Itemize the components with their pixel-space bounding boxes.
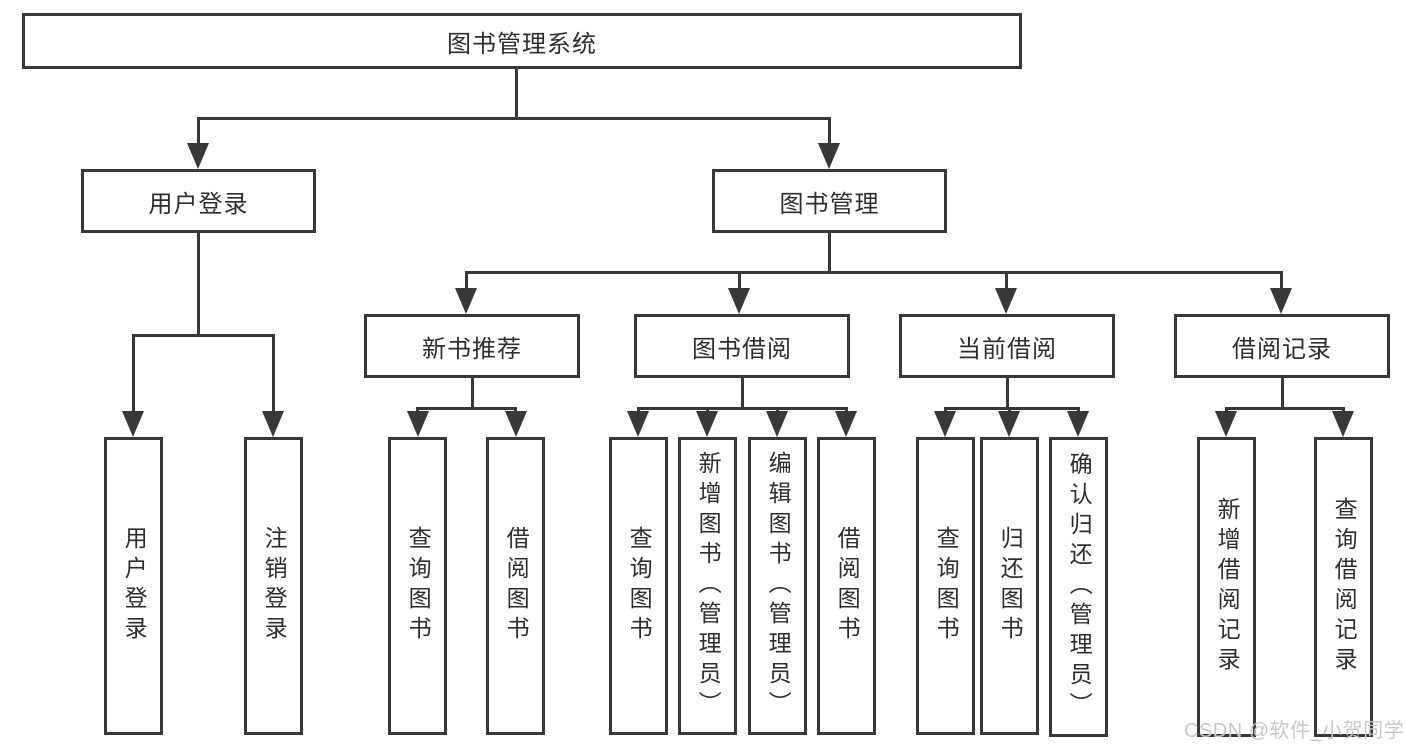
connector-leaf-logout-stem xyxy=(272,334,275,414)
connector-groupD-down xyxy=(1281,377,1284,409)
arrowhead-groupD-leaf2 xyxy=(1332,411,1354,437)
leaf-confirm-return-admin-label: 确认归还（管理员） xyxy=(1066,452,1093,722)
node-book-management: 图书管理 xyxy=(712,169,947,233)
arrowhead-user-login xyxy=(187,143,209,169)
connector-user-login-down xyxy=(197,232,200,336)
connector-groupA-down xyxy=(471,377,474,409)
arrowhead-groupA-leaf1 xyxy=(407,411,429,437)
connector-groupB-down xyxy=(741,377,744,409)
arrowhead-book-mgmt xyxy=(818,143,840,169)
connector-groupB-rail xyxy=(637,407,848,410)
connector-level2-rail xyxy=(197,117,831,120)
arrowhead-groupC-leaf2 xyxy=(998,411,1020,437)
connector-borrow-records-stem xyxy=(1280,271,1283,291)
arrowhead-groupA-leaf2 xyxy=(505,411,527,437)
arrowhead-groupC-leaf1 xyxy=(934,411,956,437)
node-new-book-recommend: 新书推荐 xyxy=(364,314,580,378)
arrowhead-new-book xyxy=(455,288,477,314)
leaf-user-login: 用户登录 xyxy=(104,437,163,735)
leaf-edit-book-admin-label: 编辑图书（管理员） xyxy=(765,451,792,721)
node-borrow-records: 借阅记录 xyxy=(1174,314,1390,378)
leaf-query-borrow-record: 查询借阅记录 xyxy=(1314,437,1373,737)
leaf-add-borrow-record-label: 新增借阅记录 xyxy=(1214,497,1241,677)
connector-level3-rail xyxy=(465,271,1282,274)
watermark: CSDN @软件_小贺同学 xyxy=(1184,720,1405,742)
leaf-borrow-book-label: 借阅图书 xyxy=(834,526,861,646)
leaf-borrow-book-recommend-label: 借阅图书 xyxy=(503,526,530,646)
node-book-borrow: 图书借阅 xyxy=(634,314,850,378)
connector-book-mgmt-down xyxy=(828,232,831,273)
arrowhead-groupB-leaf3 xyxy=(766,411,788,437)
leaf-add-borrow-record: 新增借阅记录 xyxy=(1197,437,1256,737)
leaf-logout: 注销登录 xyxy=(244,437,303,735)
node-root-label: 图书管理系统 xyxy=(447,30,597,58)
connector-groupD-rail xyxy=(1225,407,1344,410)
node-borrow-records-label: 借阅记录 xyxy=(1232,335,1332,363)
leaf-query-book-recommend: 查询图书 xyxy=(388,437,447,735)
node-current-borrow: 当前借阅 xyxy=(899,314,1115,378)
leaf-query-book-borrow: 查询图书 xyxy=(609,437,668,735)
connector-user-login-rail xyxy=(132,334,275,337)
arrowhead-groupB-leaf1 xyxy=(627,411,649,437)
arrowhead-book-borrow xyxy=(728,288,750,314)
leaf-return-book-label: 归还图书 xyxy=(997,526,1024,646)
connector-current-borrow-stem xyxy=(1005,271,1008,291)
connector-user-login-stem xyxy=(197,117,200,147)
leaf-user-login-label: 用户登录 xyxy=(121,526,148,646)
leaf-logout-label: 注销登录 xyxy=(261,526,288,646)
leaf-return-book: 归还图书 xyxy=(980,437,1039,735)
node-user-login-label: 用户登录 xyxy=(148,190,249,218)
node-new-book-recommend-label: 新书推荐 xyxy=(422,335,522,363)
leaf-query-book-current-label: 查询图书 xyxy=(933,526,960,646)
arrowhead-leaf-logout xyxy=(262,411,284,437)
leaf-query-book-current: 查询图书 xyxy=(916,437,975,735)
leaf-query-borrow-record-label: 查询借阅记录 xyxy=(1331,497,1358,677)
leaf-borrow-book: 借阅图书 xyxy=(817,437,876,735)
arrowhead-leaf-user-login xyxy=(122,411,144,437)
connector-leaf-user-login-stem xyxy=(132,334,135,414)
leaf-edit-book-admin: 编辑图书（管理员） xyxy=(748,437,807,735)
arrowhead-groupD-leaf1 xyxy=(1215,411,1237,437)
arrowhead-groupB-leaf4 xyxy=(835,411,857,437)
node-book-borrow-label: 图书借阅 xyxy=(692,335,792,363)
connector-groupC-down xyxy=(1006,377,1009,409)
connector-groupA-rail xyxy=(417,407,517,410)
leaf-add-book-admin-label: 新增图书（管理员） xyxy=(695,451,722,721)
arrowhead-borrow-records xyxy=(1270,288,1292,314)
connector-book-mgmt-stem xyxy=(828,117,831,147)
leaf-add-book-admin: 新增图书（管理员） xyxy=(678,437,737,735)
arrowhead-current-borrow xyxy=(995,288,1017,314)
leaf-query-book-recommend-label: 查询图书 xyxy=(405,526,432,646)
connector-book-borrow-stem xyxy=(738,271,741,291)
leaf-borrow-book-recommend: 借阅图书 xyxy=(486,437,545,735)
leaf-query-book-borrow-label: 查询图书 xyxy=(626,526,653,646)
arrowhead-groupC-leaf3 xyxy=(1067,411,1089,437)
leaf-confirm-return-admin: 确认归还（管理员） xyxy=(1049,437,1108,737)
connector-new-book-stem xyxy=(465,271,468,291)
node-current-borrow-label: 当前借阅 xyxy=(957,335,1057,363)
node-user-login: 用户登录 xyxy=(81,169,316,233)
connector-groupC-rail xyxy=(944,407,1079,410)
arrowhead-groupB-leaf2 xyxy=(696,411,718,437)
node-book-management-label: 图书管理 xyxy=(779,190,880,218)
connector-root-stub xyxy=(515,69,518,119)
node-root: 图书管理系统 xyxy=(22,13,1022,69)
